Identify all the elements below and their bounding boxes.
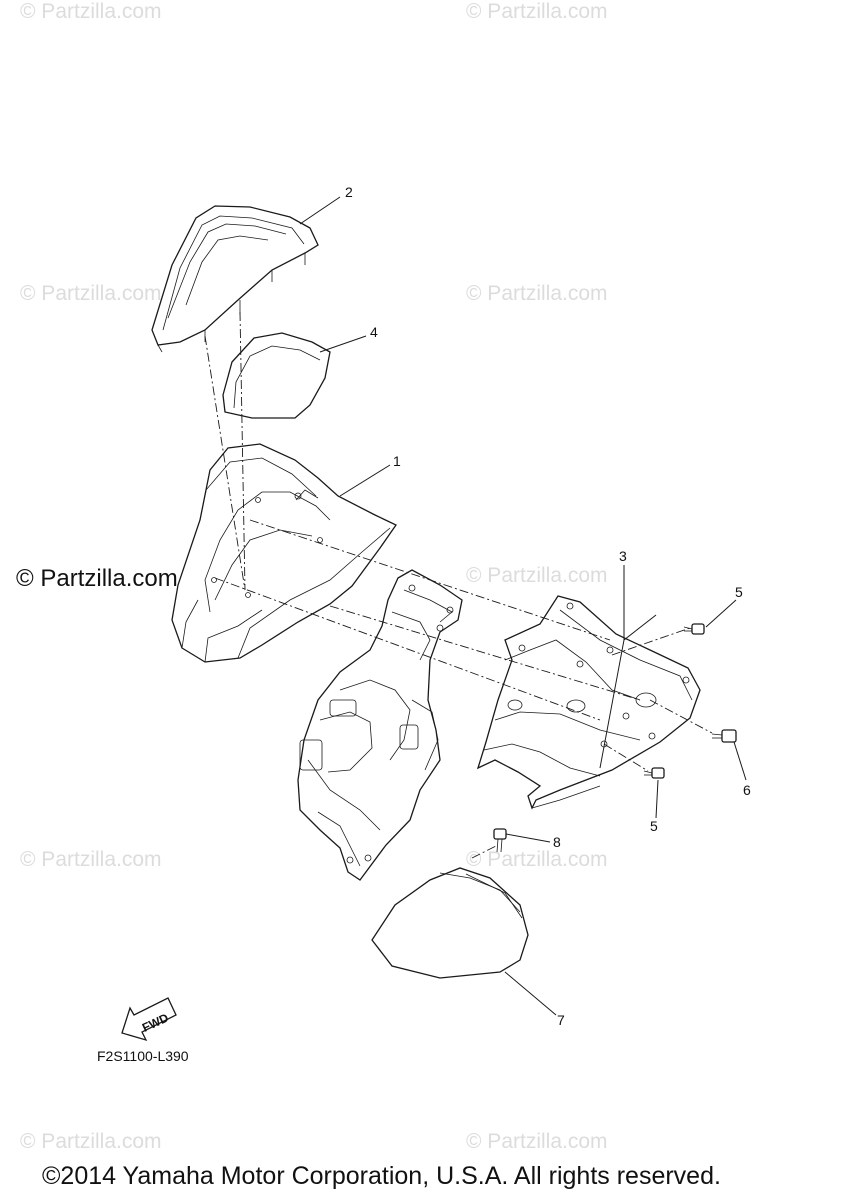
callout-6: 6 [743, 782, 751, 798]
callout-2: 2 [345, 184, 353, 200]
part-7-lower-cover [371, 867, 529, 979]
part-4-visor-panel [222, 332, 331, 419]
callout-8: 8 [553, 834, 561, 850]
screw-5-upper [683, 623, 705, 635]
watermark-main: © Partzilla.com [16, 565, 178, 592]
callout-1: 1 [393, 453, 401, 469]
watermark-2: © Partzilla.com [466, 0, 608, 23]
leader-lines [299, 196, 747, 1016]
watermark-1: © Partzilla.com [20, 0, 162, 23]
watermark-9: © Partzilla.com [466, 1130, 608, 1153]
watermark-3: © Partzilla.com [20, 282, 162, 305]
part-2-top-cover [151, 205, 319, 353]
frame-stay-assembly [297, 569, 463, 881]
part-3-inner-panel [476, 595, 701, 810]
callout-7: 7 [557, 1012, 565, 1028]
part-1-front-cover [171, 443, 397, 663]
watermark-8: © Partzilla.com [20, 1130, 162, 1153]
watermark-7: © Partzilla.com [466, 848, 608, 871]
callout-3: 3 [619, 548, 627, 564]
callout-4: 4 [370, 324, 378, 340]
watermark-6: © Partzilla.com [20, 848, 162, 871]
copyright-notice: ©2014 Yamaha Motor Corporation, U.S.A. A… [42, 1162, 721, 1190]
screw-8 [493, 828, 507, 853]
assembly-lines [204, 311, 713, 859]
callout-5-lower: 5 [650, 818, 658, 834]
diagram-code: F2S1100-L390 [97, 1048, 189, 1064]
watermark-4: © Partzilla.com [466, 282, 608, 305]
screw-6 [711, 729, 737, 743]
callout-5-upper: 5 [735, 584, 743, 600]
watermark-5: © Partzilla.com [466, 564, 608, 587]
screw-5-lower [643, 767, 665, 779]
fwd-arrow-icon: FWD [121, 997, 177, 1042]
